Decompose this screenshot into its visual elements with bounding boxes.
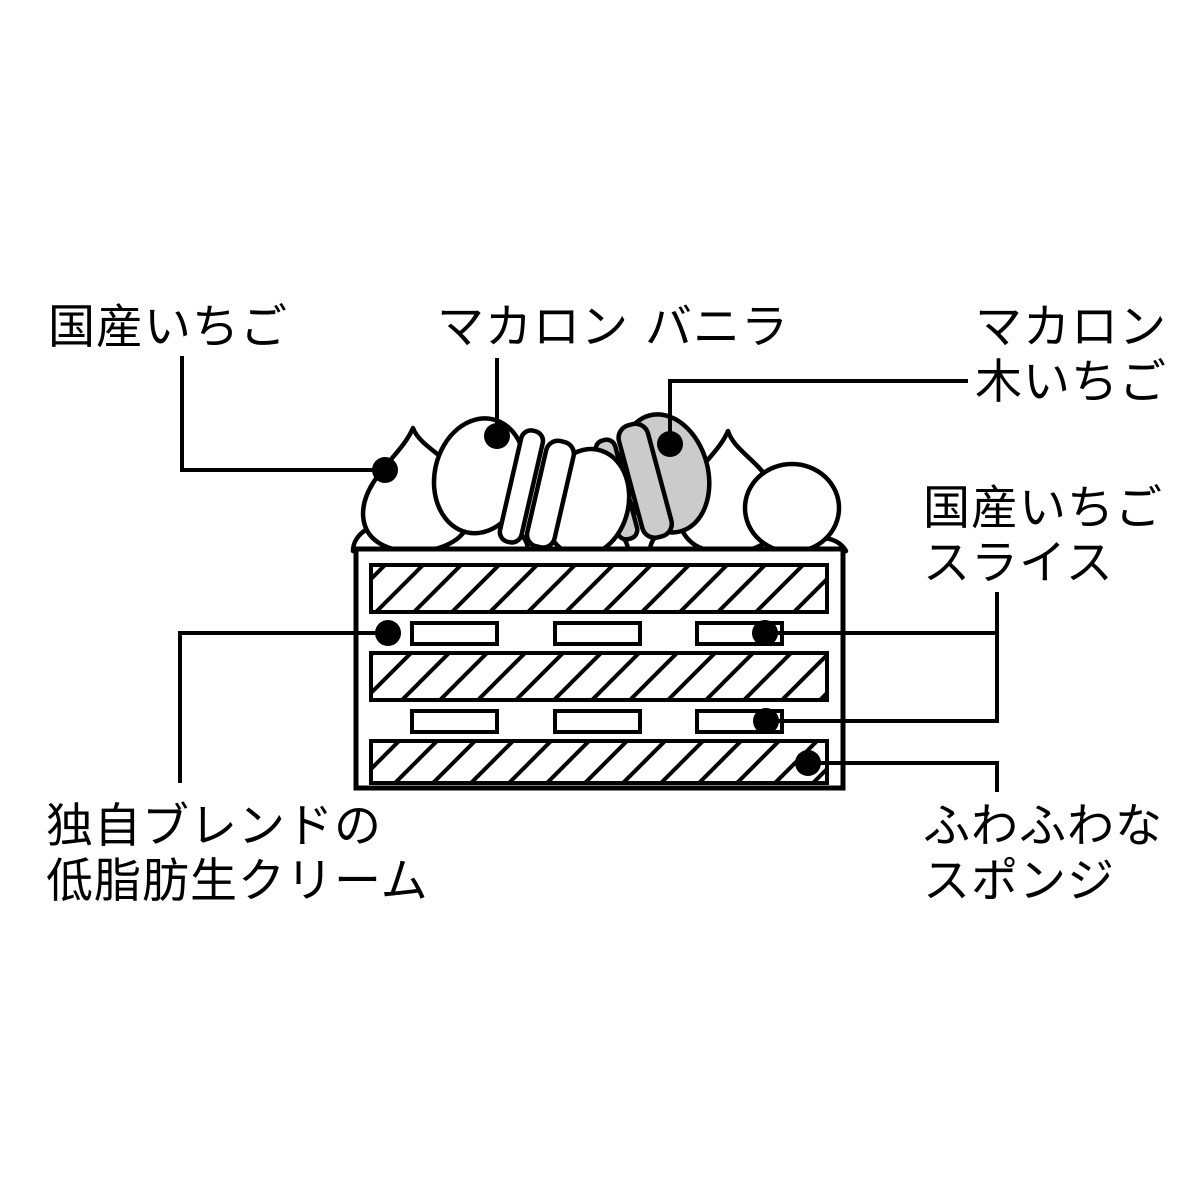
leader-strawberry-slice bbox=[765, 592, 999, 723]
cake-toppings bbox=[350, 412, 849, 559]
cake-body bbox=[353, 546, 846, 791]
label-sponge-line2: スポンジ bbox=[923, 854, 1115, 909]
label-macaron-vanilla-text: マカロン バニラ bbox=[437, 300, 789, 355]
macaron-filling bbox=[497, 428, 546, 545]
leader-macaron-raspberry bbox=[668, 379, 968, 440]
strawberry-slice bbox=[553, 709, 642, 734]
callout-dots bbox=[372, 423, 821, 776]
callout-dot-slice-lower bbox=[753, 708, 779, 734]
leader-cream bbox=[178, 631, 384, 783]
callout-dot-macaron-raspberry bbox=[657, 431, 683, 457]
strawberry-slice bbox=[553, 621, 642, 646]
label-strawberry-slice-line2: スライス bbox=[923, 536, 1114, 591]
leader-strawberry bbox=[180, 356, 380, 472]
label-macaron-vanilla: マカロン バニラ bbox=[437, 300, 789, 355]
callout-dot-sponge bbox=[795, 750, 821, 776]
label-strawberry-text: 国産いちご bbox=[48, 300, 288, 355]
label-strawberry: 国産いちご bbox=[48, 300, 288, 355]
macaron-filling bbox=[616, 421, 675, 541]
label-strawberry-slice: 国産いちご スライス bbox=[923, 481, 1163, 591]
label-strawberry-slice-line1: 国産いちご bbox=[923, 481, 1163, 536]
strawberry-slice bbox=[410, 709, 499, 734]
strawberry-slice bbox=[410, 621, 499, 646]
sponge-layer-bottom bbox=[369, 739, 829, 785]
leader-lines bbox=[178, 356, 999, 792]
label-macaron-raspberry: マカロン 木いちご bbox=[975, 300, 1167, 410]
sponge-layer-middle bbox=[369, 651, 829, 702]
strawberry-slice-row-upper bbox=[410, 621, 784, 646]
leader-sponge bbox=[810, 761, 999, 792]
callout-dot-cream bbox=[375, 620, 401, 646]
label-macaron-raspberry-line2: 木いちご bbox=[975, 355, 1167, 410]
label-cream-line1: 独自ブレンドの bbox=[46, 799, 382, 854]
label-sponge: ふわふわな スポンジ bbox=[923, 799, 1163, 909]
callout-dot-macaron-vanilla bbox=[484, 423, 510, 449]
label-macaron-raspberry-line1: マカロン bbox=[975, 300, 1167, 355]
callout-dot-slice-upper bbox=[752, 620, 778, 646]
label-sponge-line1: ふわふわな bbox=[923, 799, 1163, 854]
label-cream: 独自ブレンドの 低脂肪生クリーム bbox=[46, 799, 429, 909]
callout-dot-strawberry bbox=[372, 457, 398, 483]
label-cream-line2: 低脂肪生クリーム bbox=[46, 854, 429, 909]
macaron-vanilla-shape bbox=[431, 416, 632, 559]
cream-puff bbox=[742, 461, 842, 555]
sponge-layer-top bbox=[369, 563, 829, 614]
strawberry-slice-row-lower bbox=[410, 709, 784, 734]
